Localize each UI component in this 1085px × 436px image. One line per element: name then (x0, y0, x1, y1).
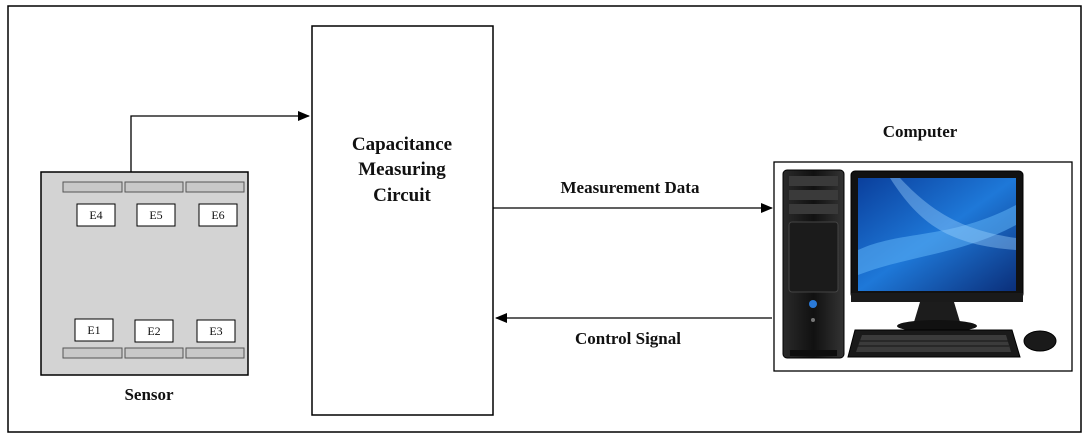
sensor-block: E4 E5 E6 E1 E2 E3 (40, 171, 249, 376)
electrode-e5-label: E5 (149, 208, 162, 222)
monitor-icon (850, 170, 1024, 332)
computer-label: Computer (883, 122, 958, 141)
electrode-e2-label: E2 (147, 324, 160, 338)
electrode-e4: E4 (76, 203, 116, 227)
keyboard-icon (847, 329, 1021, 358)
electrode-e5: E5 (136, 203, 176, 227)
sensor-label: Sensor (124, 385, 174, 404)
bottom-strip-2 (124, 347, 184, 359)
electrode-e1: E1 (74, 318, 114, 342)
electrode-e6: E6 (198, 203, 238, 227)
bottom-strip-1 (62, 347, 123, 359)
electrode-e1-label: E1 (87, 323, 100, 337)
electrode-e3-label: E3 (209, 324, 222, 338)
electrode-e3: E3 (196, 319, 236, 343)
computer-illustration (782, 169, 1057, 359)
circuit-label-line2: Measuring (358, 159, 446, 180)
electrode-e6-label: E6 (211, 208, 224, 222)
electrode-e2: E2 (134, 319, 174, 343)
mouse-icon (1023, 330, 1057, 352)
control-signal-label: Control Signal (575, 329, 681, 348)
circuit-block (311, 25, 494, 416)
measurement-data-label: Measurement Data (561, 178, 700, 197)
pc-tower-icon (782, 169, 845, 359)
electrode-e4-label: E4 (89, 208, 102, 222)
sensor-body (40, 171, 249, 376)
bottom-strip-3 (185, 347, 245, 359)
top-strip-1 (62, 181, 123, 193)
top-strip-3 (185, 181, 245, 193)
circuit-label-line1: Capacitance (352, 134, 452, 155)
top-strip-2 (124, 181, 184, 193)
sensor-to-circuit-arrow (130, 111, 310, 172)
circuit-label-line3: Circuit (373, 185, 431, 206)
outer-frame (7, 5, 1082, 433)
